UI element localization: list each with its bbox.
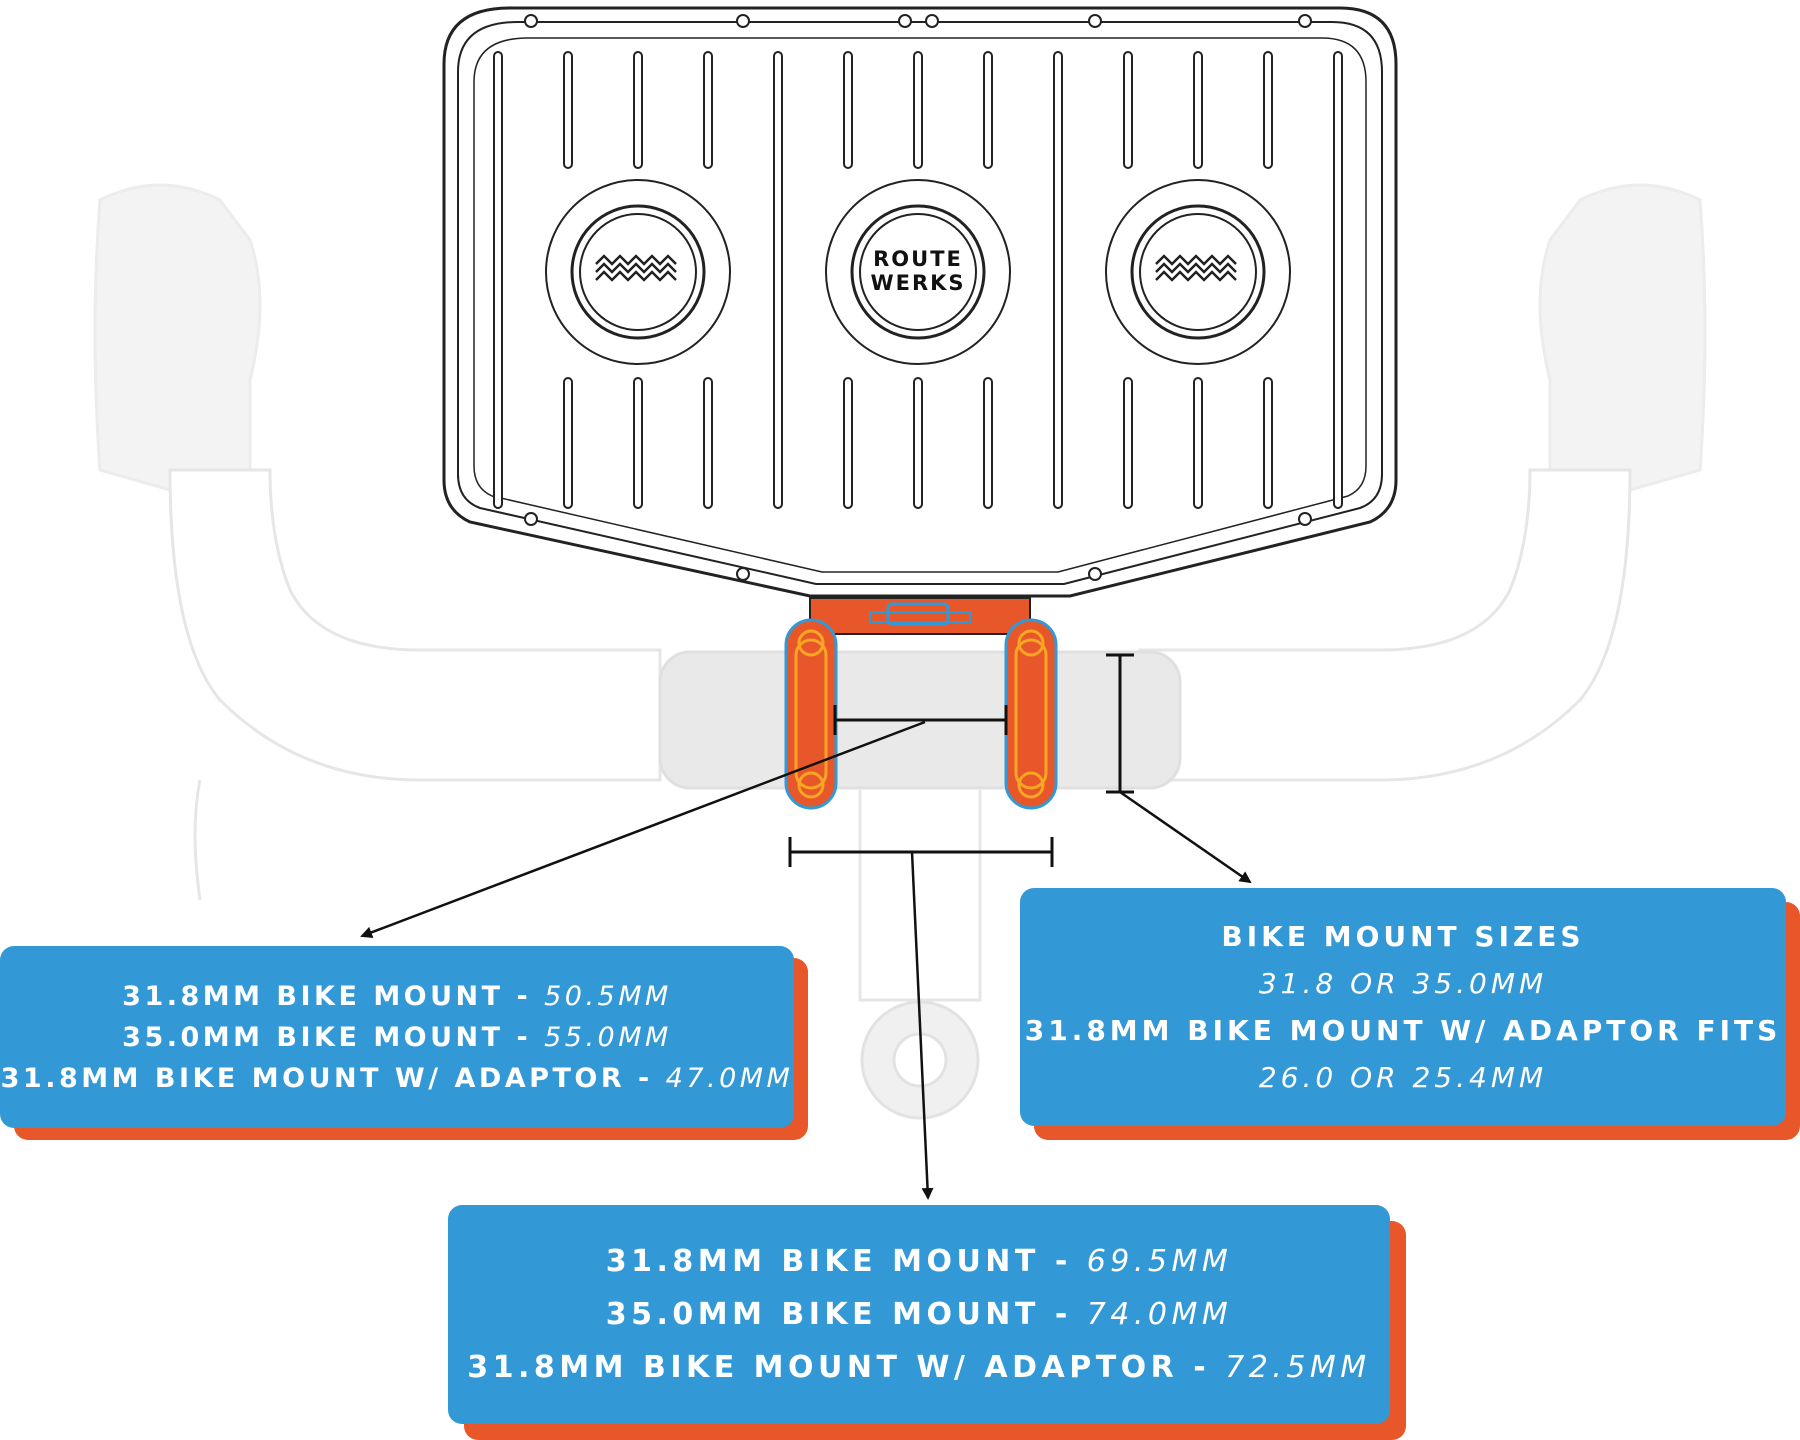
callout-line: 31.8MM BIKE MOUNT - 69.5MM [606, 1244, 1233, 1279]
mount-label: 31.8MM BIKE MOUNT [122, 980, 504, 1012]
center-badge [825, 179, 1011, 365]
logo-line-1: ROUTE [873, 247, 963, 271]
bag-rib [493, 51, 503, 509]
callout-title: BIKE MOUNT SIZES [1221, 920, 1585, 953]
left-badge [545, 179, 731, 365]
bag-rib [1333, 51, 1343, 509]
mount-arm-left [784, 618, 838, 810]
dash: - [1178, 1350, 1226, 1385]
measurement-value: 50.5MM [544, 980, 672, 1012]
measurement-value: 47.0MM [665, 1062, 794, 1094]
arrow-to-right-callout [1119, 790, 1252, 884]
mount-sizes-value: 31.8 OR 35.0MM [1258, 967, 1548, 1000]
bag-rib [633, 377, 643, 509]
measurement-value: 69.5MM [1086, 1244, 1233, 1279]
adaptor-sizes-value: 26.0 OR 25.4MM [1258, 1061, 1548, 1094]
mount-arm-right [1004, 618, 1058, 810]
bag-rib [1053, 51, 1063, 509]
mount-label: 31.8MM BIKE MOUNT W/ ADAPTOR [467, 1350, 1179, 1385]
bag-rib [913, 51, 923, 169]
bag-rib [843, 51, 853, 169]
bag-rib [913, 377, 923, 509]
bag-rib [703, 51, 713, 169]
adaptor-label: 31.8MM BIKE MOUNT W/ ADAPTOR FITS [1024, 1014, 1782, 1047]
callout-box: 31.8MM BIKE MOUNT - 50.5MM 35.0MM BIKE M… [0, 946, 794, 1128]
measurement-value: 55.0MM [544, 1021, 672, 1053]
dash: - [1039, 1297, 1087, 1332]
callout-outer-width: 31.8MM BIKE MOUNT - 69.5MM 35.0MM BIKE M… [448, 1205, 1406, 1440]
dash: - [625, 1062, 666, 1094]
bag-rib [1193, 377, 1203, 509]
callout-line: 35.0MM BIKE MOUNT - 74.0MM [606, 1297, 1233, 1332]
arrow-to-left-callout [360, 720, 926, 939]
mount-label: 35.0MM BIKE MOUNT [122, 1021, 504, 1053]
measurement-value: 72.5MM [1225, 1350, 1371, 1385]
dash: - [1039, 1244, 1087, 1279]
callout-line: 35.0MM BIKE MOUNT - 55.0MM [122, 1022, 672, 1053]
bag-rib [773, 51, 783, 509]
callout-box: 31.8MM BIKE MOUNT - 69.5MM 35.0MM BIKE M… [448, 1205, 1390, 1424]
bag-rib [983, 377, 993, 509]
bag-ribs [493, 51, 1343, 509]
dimension-outer-width [788, 837, 1054, 867]
callout-inner-width: 31.8MM BIKE MOUNT - 50.5MM 35.0MM BIKE M… [0, 946, 808, 1140]
bag-rib [1263, 377, 1273, 509]
bag-rib [563, 377, 573, 509]
bag-rib [563, 51, 573, 169]
bag-rib [633, 51, 643, 169]
arrow-to-bottom-callout [910, 851, 934, 1200]
right-badge-pattern-icon [1155, 254, 1237, 282]
dash: - [503, 980, 545, 1012]
callout-line: 31.8MM BIKE MOUNT - 50.5MM [122, 981, 672, 1012]
mount-label: 31.8MM BIKE MOUNT [605, 1244, 1040, 1279]
bag-rib [983, 51, 993, 169]
measurement-value: 74.0MM [1086, 1297, 1233, 1332]
bag-rib [1123, 51, 1133, 169]
bag-rib [703, 377, 713, 509]
dimension-inner-width [833, 705, 1008, 735]
left-badge-pattern-icon [595, 254, 677, 282]
callout-line: 31.8MM BIKE MOUNT W/ ADAPTOR - 72.5MM [467, 1350, 1370, 1385]
bag-rib [1263, 51, 1273, 169]
bag-rib [1123, 377, 1133, 509]
bag-rib [1193, 51, 1203, 169]
bike-mount-bracket [809, 597, 1031, 635]
callout-mount-sizes: BIKE MOUNT SIZES 31.8 OR 35.0MM 31.8MM B… [1020, 888, 1800, 1140]
mount-label: 31.8MM BIKE MOUNT W/ ADAPTOR [0, 1062, 626, 1094]
callout-line: 31.8MM BIKE MOUNT W/ ADAPTOR - 47.0MM [1, 1063, 794, 1094]
dash: - [503, 1021, 545, 1053]
bag-rib [843, 377, 853, 509]
mount-label: 35.0MM BIKE MOUNT [605, 1297, 1040, 1332]
right-badge [1105, 179, 1291, 365]
logo-line-2: WERKS [870, 271, 965, 295]
bag-rivets [524, 14, 1312, 581]
callout-box: BIKE MOUNT SIZES 31.8 OR 35.0MM 31.8MM B… [1020, 888, 1786, 1126]
